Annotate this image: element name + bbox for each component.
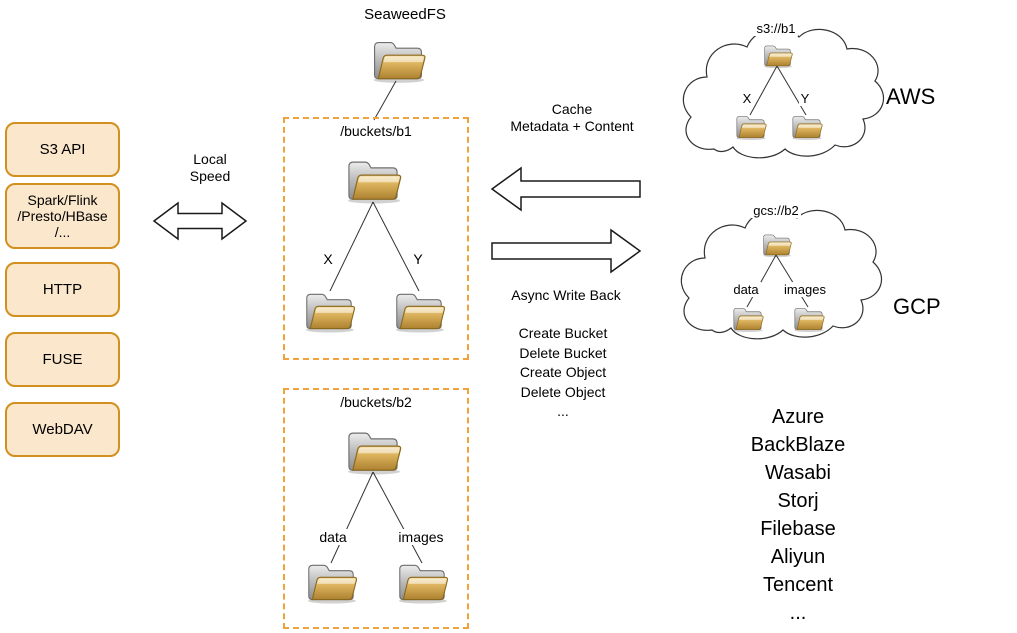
gcp-cloud-shape bbox=[680, 208, 883, 340]
async-write-back-label: Async Write Back bbox=[511, 287, 621, 303]
gcp-bucket-title: gcs://b2 bbox=[751, 203, 801, 218]
aws-x-folder-icon bbox=[733, 110, 768, 141]
local-speed-double-arrow bbox=[152, 201, 248, 241]
gcp-child-images-text: images bbox=[782, 282, 828, 297]
aws-child-x-label: X bbox=[737, 91, 757, 106]
api-box-fuse: FUSE bbox=[5, 332, 120, 387]
cache-metadata-label: Cache Metadata + Content bbox=[486, 101, 658, 135]
provider-item: BackBlaze bbox=[750, 434, 846, 456]
operation-item: Delete Object bbox=[520, 383, 606, 400]
provider-item: Filebase bbox=[760, 518, 836, 540]
api-box-webdav-label: WebDAV bbox=[32, 420, 93, 438]
provider-item: Azure bbox=[771, 406, 825, 428]
operation-item: Create Bucket bbox=[518, 325, 608, 341]
aws-label: AWS bbox=[886, 84, 936, 109]
api-box-compute-line3: /... bbox=[54, 224, 71, 240]
provider-item: ... bbox=[789, 602, 807, 624]
gcp-images-folder-icon bbox=[791, 302, 826, 333]
aws-child-y-text: Y bbox=[798, 91, 812, 106]
api-box-http: HTTP bbox=[5, 262, 120, 317]
gcp-label: GCP bbox=[893, 294, 941, 319]
bucket-b1-child-y-label: Y bbox=[406, 251, 430, 268]
operations-list: Create Bucket Delete Bucket Create Objec… bbox=[494, 324, 632, 422]
bucket-b1-folder-icon bbox=[342, 152, 404, 204]
bucket-b2-data-folder-icon bbox=[301, 556, 361, 604]
bucket-b1-child-x-label: X bbox=[316, 251, 340, 268]
api-box-s3-api: S3 API bbox=[5, 122, 120, 177]
api-box-compute-line2: /Presto/HBase bbox=[17, 208, 108, 224]
bucket-b2-folder-icon bbox=[342, 423, 404, 475]
provider-item: Aliyun bbox=[770, 546, 826, 568]
bucket-b2-child-images-text: images bbox=[396, 529, 446, 545]
bucket-b2-child-data-text: data bbox=[317, 529, 349, 545]
bucket-b2-title: /buckets/b2 bbox=[340, 394, 412, 410]
gcp-child-data-label: data bbox=[726, 282, 766, 297]
aws-root-folder-icon bbox=[761, 40, 794, 69]
gcp-child-data-text: data bbox=[731, 282, 761, 297]
api-box-compute: Spark/Flink /Presto/HBase /... bbox=[5, 183, 120, 249]
aws-cloud-shape bbox=[682, 27, 885, 159]
aws-y-folder-icon bbox=[789, 110, 824, 141]
cache-line2: Metadata + Content bbox=[510, 118, 634, 134]
bucket-b1-title: /buckets/b1 bbox=[340, 123, 412, 139]
gcp-data-folder-icon bbox=[730, 302, 765, 333]
bucket-b1-child-x-text: X bbox=[321, 251, 335, 267]
gcp-child-images-label: images bbox=[774, 282, 836, 297]
cache-left-arrow bbox=[490, 166, 641, 212]
api-box-http-label: HTTP bbox=[42, 280, 83, 298]
aws-child-y-label: Y bbox=[795, 91, 815, 106]
provider-list: Azure BackBlaze Wasabi Storj Filebase Al… bbox=[718, 403, 878, 627]
provider-item: Storj bbox=[777, 490, 819, 512]
provider-item: Wasabi bbox=[765, 462, 831, 484]
provider-item: Tencent bbox=[762, 574, 834, 596]
seaweedfs-folder-icon bbox=[368, 32, 428, 84]
local-speed-line2: Speed bbox=[189, 168, 231, 184]
aws-child-x-text: X bbox=[740, 91, 754, 106]
bucket-b2-child-images-label: images bbox=[392, 529, 450, 546]
operation-item: ... bbox=[557, 403, 569, 419]
bucket-b1-group-box bbox=[283, 117, 469, 360]
bucket-b2-group-box bbox=[283, 388, 469, 629]
cache-line1: Cache bbox=[551, 101, 593, 117]
bucket-b1-y-folder-icon bbox=[389, 285, 449, 333]
bucket-b2-images-folder-icon bbox=[392, 556, 452, 604]
aws-bucket-title-label: s3://b1 bbox=[739, 21, 813, 36]
api-box-compute-line1: Spark/Flink bbox=[27, 192, 98, 208]
gcp-root-folder-icon bbox=[760, 229, 793, 258]
writeback-right-arrow bbox=[491, 228, 642, 274]
aws-bucket-title: s3://b1 bbox=[754, 21, 798, 36]
bucket-b1-x-folder-icon bbox=[299, 285, 359, 333]
api-box-webdav: WebDAV bbox=[5, 402, 120, 457]
operation-item: Create Object bbox=[519, 364, 607, 380]
seaweedfs-title: SeaweedFS bbox=[364, 6, 446, 23]
bucket-b2-child-data-label: data bbox=[313, 529, 353, 546]
local-speed-line1: Local bbox=[193, 151, 227, 167]
connector-lines bbox=[329, 65, 809, 564]
api-box-s3-api-label: S3 API bbox=[39, 140, 86, 158]
gcp-bucket-title-label: gcs://b2 bbox=[739, 203, 813, 218]
operation-item: Delete Bucket bbox=[519, 344, 607, 361]
bucket-b1-child-y-text: Y bbox=[411, 251, 425, 267]
api-box-fuse-label: FUSE bbox=[42, 350, 83, 368]
local-speed-label: Local Speed bbox=[166, 151, 254, 185]
